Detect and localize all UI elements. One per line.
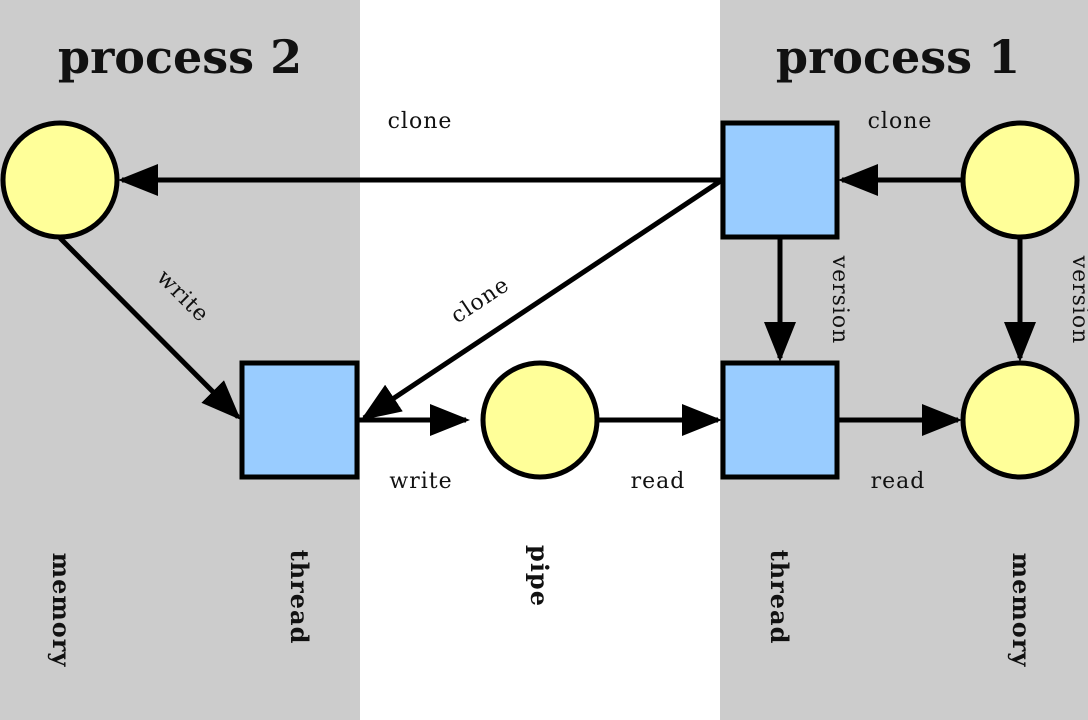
column-label-memory-left: memory xyxy=(47,553,76,668)
column-label-thread-right: thread xyxy=(765,550,794,645)
label-clone-diagonal: clone xyxy=(447,272,515,329)
edge-write-diagonal xyxy=(58,236,241,420)
thread-node-process-1-bottom xyxy=(720,360,840,480)
process-2-title: process 2 xyxy=(58,30,302,84)
label-version-right: version xyxy=(1067,255,1088,345)
pipe-node xyxy=(480,360,600,480)
label-clone-top-right: clone xyxy=(868,109,933,134)
memory-node-process-2 xyxy=(0,120,120,240)
label-clone-top-left: clone xyxy=(388,109,453,134)
label-read-right: read xyxy=(871,469,926,494)
process-1-title: process 1 xyxy=(776,30,1020,84)
column-label-memory-right: memory xyxy=(1007,553,1036,668)
thread-node-process-2 xyxy=(239,360,360,480)
label-version-left: version xyxy=(827,255,852,345)
column-label-pipe: pipe xyxy=(525,545,554,607)
column-label-thread-left: thread xyxy=(285,550,314,645)
label-read-left: read xyxy=(631,469,686,494)
thread-node-process-1-top xyxy=(720,120,840,240)
memory-node-process-1-bottom xyxy=(960,360,1080,480)
memory-node-process-1-top xyxy=(960,120,1080,240)
label-write-bottom: write xyxy=(389,469,452,494)
edge-clone-diagonal xyxy=(360,177,724,421)
